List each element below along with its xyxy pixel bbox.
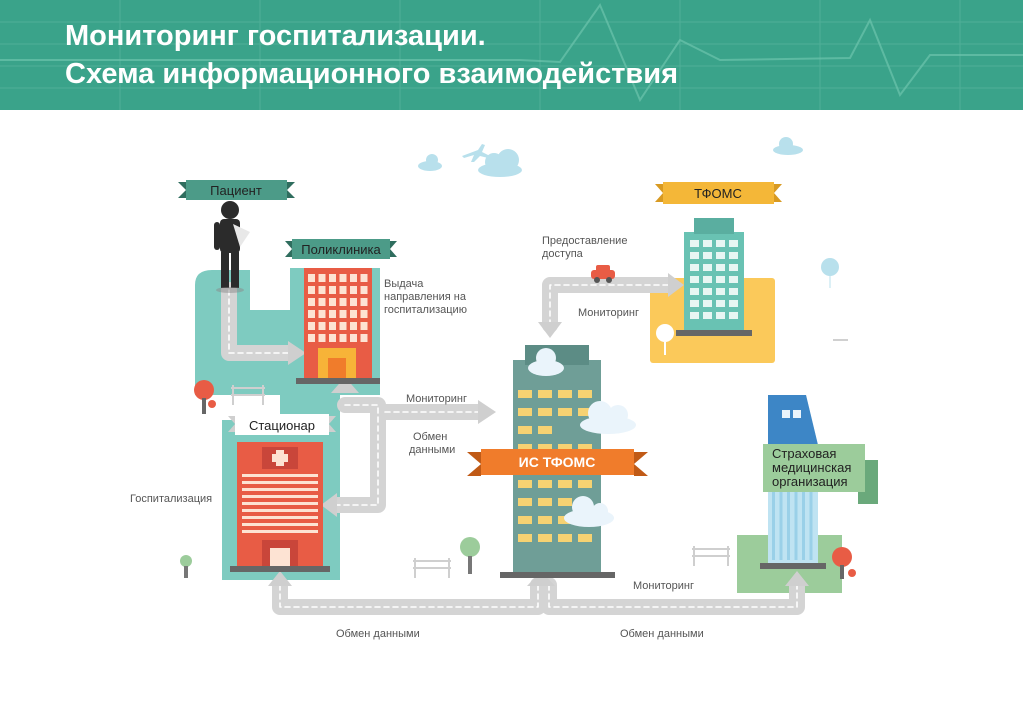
referral-label-1: Выдача: [384, 278, 424, 290]
arrowheads: [268, 273, 809, 586]
hospitalization-label: Госпитализация: [130, 493, 212, 505]
insurer-label-3: организация: [772, 474, 848, 489]
tfoms-tag: ТФОМС: [655, 182, 782, 204]
bench-icon: [231, 385, 265, 405]
monitoring-tfoms-label: Мониторинг: [578, 307, 639, 319]
hospital-building: [230, 442, 330, 572]
tree-icon: [180, 555, 192, 578]
referral-label-3: госпитализацию: [384, 304, 467, 316]
header-band: Мониторинг госпитализации. Схема информа…: [0, 0, 1023, 110]
cloud-icon: [773, 137, 803, 155]
cloud-icon: [478, 149, 522, 177]
access-label-2: доступа: [542, 248, 584, 260]
is-tfoms-banner: ИС ТФОМС: [467, 449, 648, 476]
car-icon: [591, 265, 615, 283]
tfoms-building: [656, 218, 752, 355]
tfoms-label: ТФОМС: [694, 186, 742, 201]
tree-icon: [194, 380, 216, 414]
page-title-line2: Схема информационного взаимодействия: [65, 58, 679, 90]
monitoring-clinic-label: Мониторинг: [406, 393, 467, 405]
exchange-bottom-right-label: Обмен данными: [620, 628, 704, 640]
hospital-label: Стационар: [249, 418, 315, 433]
bench-icon: [413, 558, 451, 578]
patient-label: Пациент: [210, 183, 262, 198]
is-tfoms-label: ИС ТФОМС: [519, 454, 596, 470]
insurer-label-1: Страховая: [772, 446, 836, 461]
interaction-diagram: Пациент Поликлиника Стационар ТФОМС ИС Т…: [130, 137, 878, 640]
tree-icon: [460, 537, 480, 574]
monitoring-insurer-label: Мониторинг: [633, 580, 694, 592]
clinic-label: Поликлиника: [301, 242, 381, 257]
patient-tag: Пациент: [178, 180, 295, 200]
page-title-line1: Мониторинг госпитализации.: [65, 20, 486, 52]
exchange-bottom-left-label: Обмен данными: [336, 628, 420, 640]
roads: [221, 277, 805, 615]
clinic-building: [296, 268, 380, 384]
referral-label-2: направления на: [384, 291, 467, 303]
hospital-tag: Стационар: [228, 414, 336, 435]
insurer-tag: Страховая медицинская организация: [763, 444, 878, 504]
balloon-icon: [821, 258, 839, 288]
clinic-tag: Поликлиника: [285, 239, 397, 259]
bench-icon: [692, 546, 730, 566]
exchange-clinic-label-2: данными: [409, 444, 455, 456]
airplane-icon: [462, 144, 490, 162]
cloud-icon: [418, 154, 442, 171]
tree-icon: [832, 547, 856, 579]
access-label-1: Предоставление: [542, 235, 627, 247]
exchange-clinic-label-1: Обмен: [413, 431, 447, 443]
person-icon: [214, 201, 250, 293]
insurer-label-2: медицинская: [772, 460, 851, 475]
header-pattern: [0, 0, 1023, 110]
